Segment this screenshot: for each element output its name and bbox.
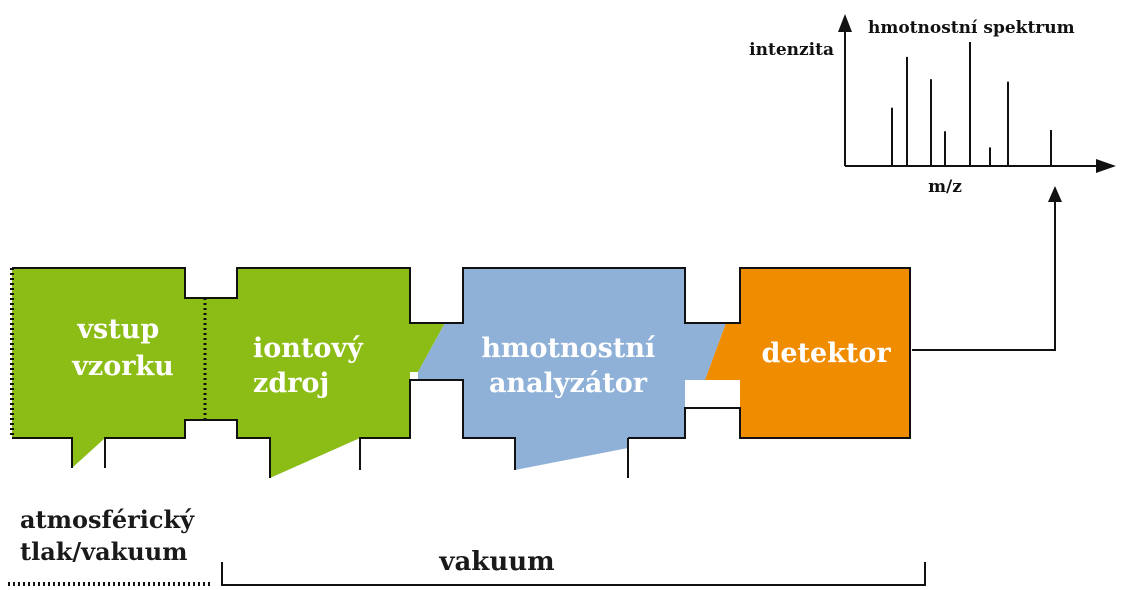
spectrum-x-arrowhead <box>1096 159 1116 173</box>
source-label-line1: iontový <box>253 333 364 364</box>
atmospheric-line2: tlak/vakuum <box>20 537 188 566</box>
spectrum-y-arrowhead <box>838 14 852 32</box>
analyzer-fill <box>418 268 726 470</box>
inlet-source-fill <box>12 268 445 478</box>
inlet-label: vstup vzorku <box>71 314 174 382</box>
detector-label: detektor <box>761 338 891 369</box>
inlet-label-line2: vzorku <box>71 351 174 382</box>
spectrum-x-label: m/z <box>928 177 962 197</box>
vacuum-bracket <box>221 562 926 586</box>
detector-fill <box>705 268 910 438</box>
mass-spectrum-chart: hmotnostní spektrum intenzita m/z <box>749 14 1116 197</box>
source-label: iontový zdroj <box>253 333 372 399</box>
atmospheric-line1: atmosférický <box>20 505 195 534</box>
connector-arrowhead <box>1048 186 1062 202</box>
atmospheric-pressure-label: atmosférický tlak/vakuum <box>20 505 202 566</box>
source-label-line2: zdroj <box>253 368 329 399</box>
spectrum-y-label: intenzita <box>749 40 834 60</box>
analyzer-label-line2: analyzátor <box>489 368 648 399</box>
analyzer-label: hmotnostní analyzátor <box>481 333 664 399</box>
detector-to-spectrum-connector <box>912 198 1056 351</box>
spectrum-peaks <box>891 42 1052 166</box>
analyzer-label-line1: hmotnostní <box>481 333 656 364</box>
spectrum-title: hmotnostní spektrum <box>868 18 1075 38</box>
inlet-label-line1: vstup <box>76 314 159 345</box>
device-outline <box>10 267 911 478</box>
vacuum-label: vakuum <box>438 547 554 577</box>
